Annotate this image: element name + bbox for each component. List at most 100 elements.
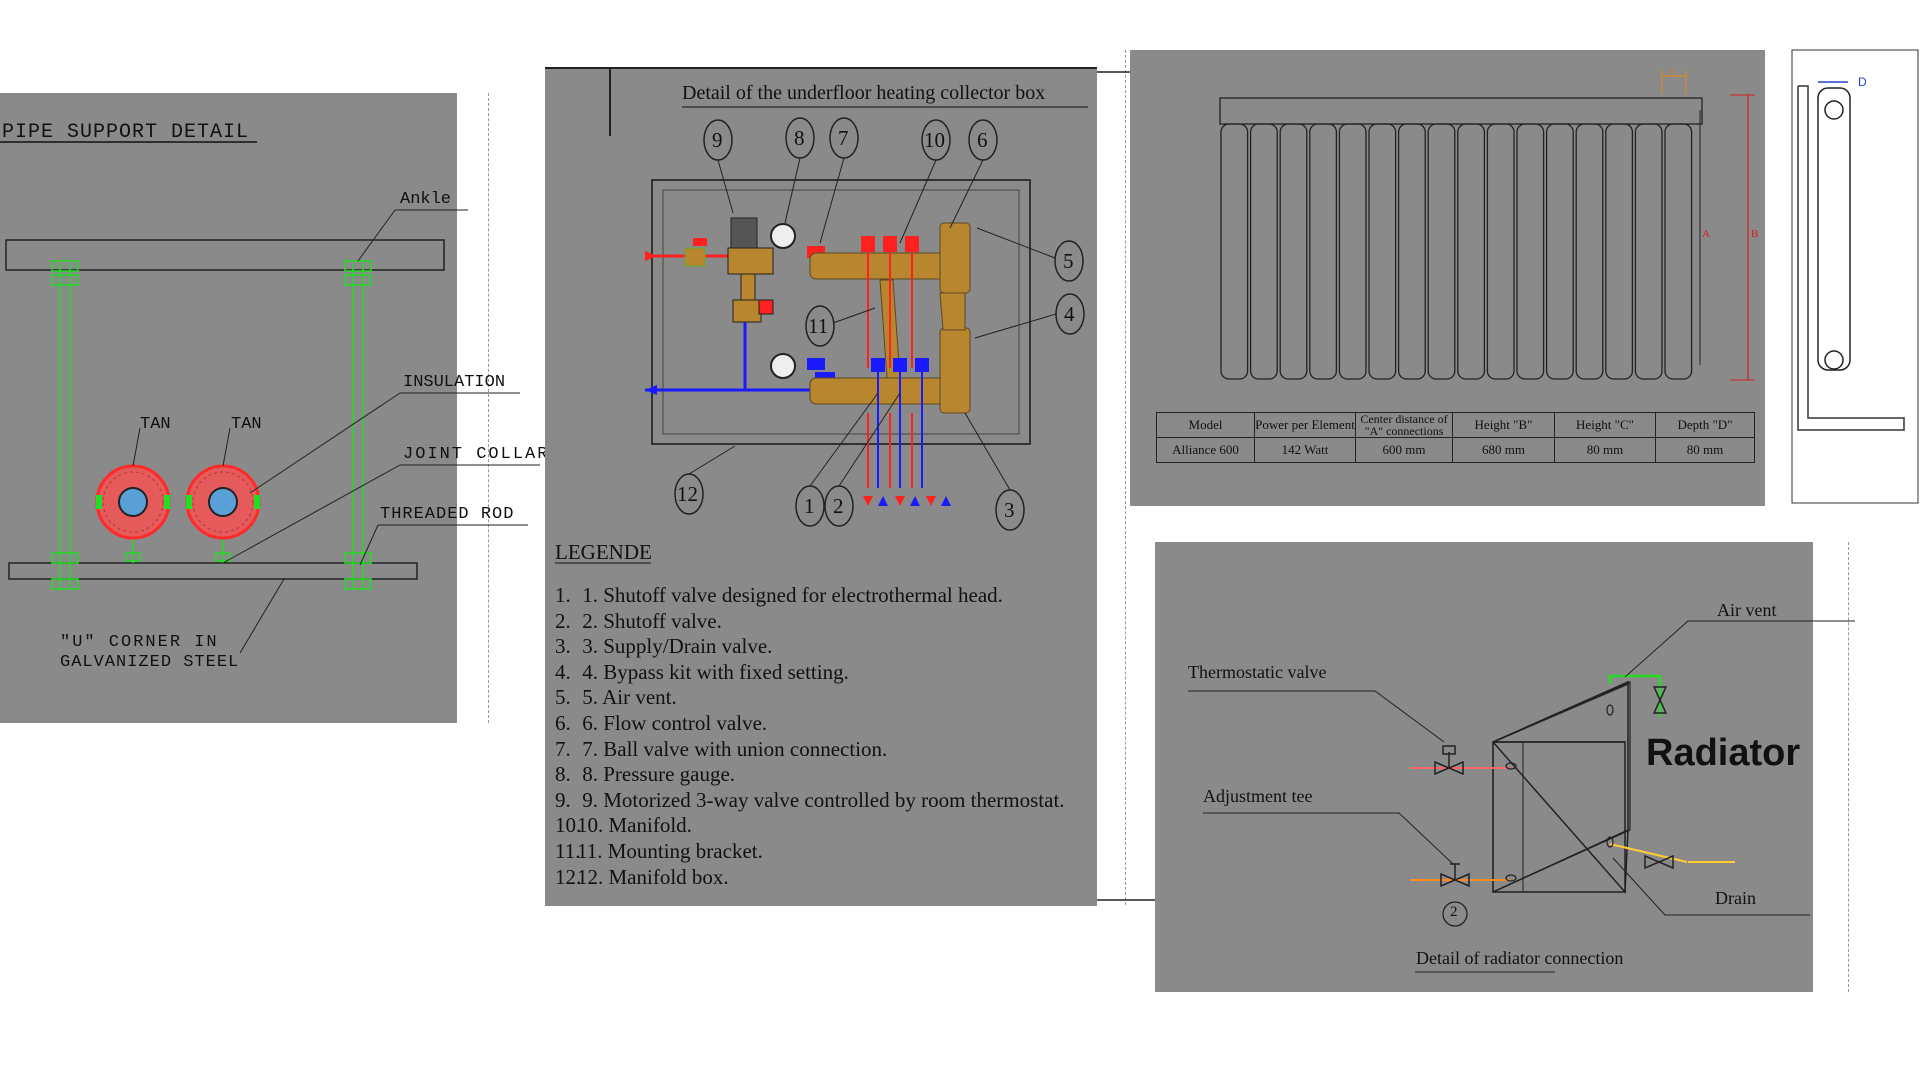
table-header: Model [1156,412,1255,438]
legend-item: 8. 8. Pressure gauge. [555,762,736,787]
pressure-gauge [770,353,796,379]
radiator-fin [1575,123,1604,380]
callout-11: 11 [808,314,829,338]
radiator-heading: Radiator [1646,732,1801,774]
return-circuits [877,368,923,488]
ankle-label: Ankle [400,190,452,209]
callout-5: 5 [1063,249,1074,273]
legend-item: 2. 2. Shutoff valve. [555,608,722,633]
dimension-d-label: D [1858,75,1867,89]
flow-arrows [863,496,951,506]
table-header: Center distance of "A" connections [1355,412,1453,438]
air-vent-label: Air vent [1717,600,1777,620]
legend-item: 7. 7. Ball valve with union connection. [555,736,888,761]
radiator-connection-drawing [1188,620,1855,973]
legend-title: LEGENDE [555,540,652,564]
insulated-pipe [185,464,261,540]
dimension-a-label: A [1702,228,1710,240]
adjustment-tee [1440,863,1470,888]
radiator-front-drawing [1219,70,1755,381]
radiator-connection-panel: Air vent Thermostatic valve Radiator Adj… [1155,542,1855,992]
table-cell: Alliance 600 [1156,437,1255,463]
radiator-fin [1338,123,1367,380]
legend-item: 1. 1. Shutoff valve designed for electro… [555,583,1003,607]
legend-number: 3. [555,634,571,659]
tan-label: TAN [231,415,262,434]
callout-2-label: 2 [1450,904,1458,920]
u-corner-label: "U" CORNER IN [60,633,219,652]
collector-box-panel: Detail of the underfloor heating collect… [545,67,1097,906]
radiator-fin [1457,123,1486,380]
insulation-label: INSULATION [403,373,506,392]
dimension-c-label: C [1671,66,1678,76]
table-row: Alliance 600 142 Watt 600 mm 680 mm 80 m… [1156,437,1755,463]
legend-number: 12. [555,864,582,889]
callout-8: 8 [794,126,805,150]
drain-label: Drain [1715,888,1756,908]
galvanized-steel-label: GALVANIZED STEEL [60,653,240,672]
legend-number: 10. [555,813,582,838]
radiator-fin [1279,123,1308,380]
legend-item: 12.12. Manifold box. [555,864,729,889]
tan-label: TAN [140,415,171,434]
table-header-row: Model Power per Element Center distance … [1156,412,1755,438]
table-header: Height "C" [1554,412,1656,438]
radiator-fin [1368,123,1397,380]
joint-collar-label: JOINT COLLAR [403,445,550,464]
legend-item: 5. 5. Air vent. [555,685,677,710]
legend-number: 8. [555,762,571,787]
thermostatic-valve [1434,745,1464,776]
dimension-b-label: B [1751,228,1759,240]
legend-item: 6. 6. Flow control valve. [555,710,768,735]
legend-number: 1. [555,583,571,607]
radiator-fin [1220,123,1249,380]
radiator-fin [1249,123,1278,380]
radiator-fin [1427,123,1456,380]
ball-valve [807,358,825,370]
radiator-fin [1486,123,1515,380]
radiator-fin [1516,123,1545,380]
threaded-rod [51,260,372,590]
callout-1: 1 [804,494,815,518]
legend-item: 11.11. Mounting bracket. [555,838,763,863]
callout-2: 2 [833,494,844,518]
separator-line [488,93,489,723]
thermostatic-valve-label: Thermostatic valve [1188,662,1327,682]
pressure-gauge [770,223,796,249]
drain-valve [1644,854,1674,870]
callout-3: 3 [1004,498,1015,522]
legend-number: 4. [555,659,571,684]
supply-circuits [867,243,913,488]
collector-box-title: Detail of the underfloor heating collect… [682,82,1046,104]
table-cell: 80 mm [1554,437,1656,463]
table-cell: 680 mm [1452,437,1555,463]
pipe-support-drawing [0,141,540,654]
separator-line [1125,50,1126,905]
radiator-fin [1664,123,1693,380]
top-beam [5,239,445,271]
radiator-fin [1397,123,1426,380]
u-corner [8,562,418,580]
radiator-fin [1309,123,1338,380]
callout-10: 10 [924,128,945,152]
return-line [645,318,835,395]
table-cell: 600 mm [1355,437,1453,463]
legend-item: 4. 4. Bypass kit with fixed setting. [555,659,849,684]
legend-number: 5. [555,685,571,710]
callout-circle [1442,901,1468,927]
radiator-fin [1634,123,1663,380]
threaded-rod-label: THREADED ROD [380,505,515,524]
radiator-fin [1605,123,1634,380]
motorized-valve [727,217,774,323]
table-cell: 80 mm [1655,437,1755,463]
pipe-support-panel: PIPE SUPPORT DETAIL Ankle INSULATION TAN… [0,93,547,723]
table-header: Power per Element [1254,412,1356,438]
legend-item: 9. 9. Motorized 3-way valve controlled b… [555,787,1065,812]
callout-9: 9 [712,128,723,152]
table-header: Depth "D" [1655,412,1755,438]
legend-number: 7. [555,736,571,761]
radiator-spec-panel: A B C Model Power per Element Center dis… [1130,50,1765,506]
legend-number: 6. [555,710,571,735]
insulated-pipe [95,464,171,540]
pipe-support-title: PIPE SUPPORT DETAIL [2,121,250,144]
